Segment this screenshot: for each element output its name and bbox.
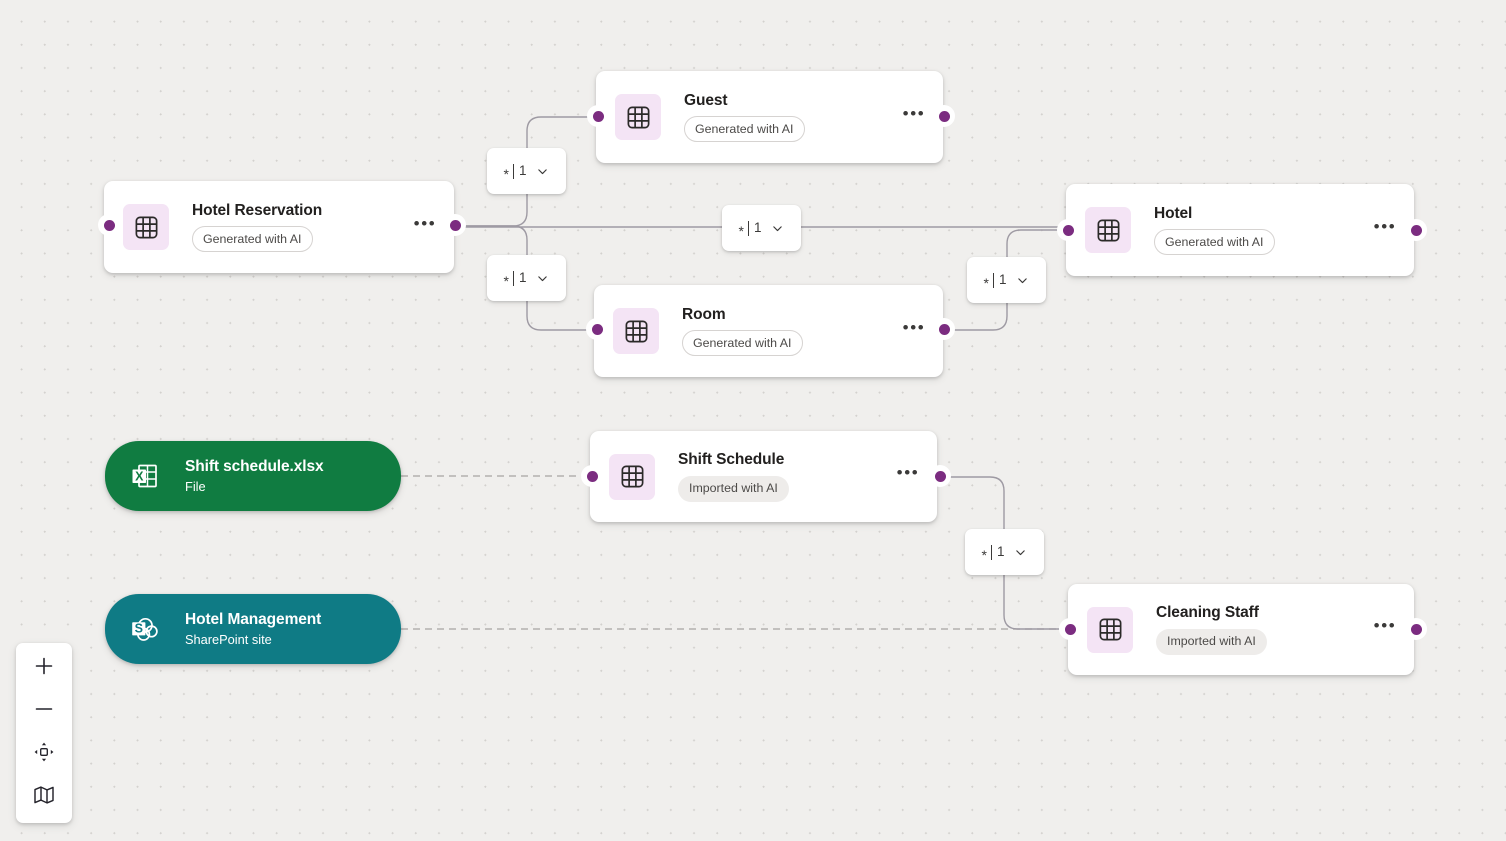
table-node-more-menu-button[interactable]: ••• (896, 463, 920, 482)
table-grid-icon (1085, 207, 1131, 253)
table-grid-icon (615, 94, 661, 140)
chevron-down-icon[interactable] (771, 222, 784, 235)
svg-text:S: S (135, 622, 143, 636)
cardinality-badge-shift-cleaning[interactable]: *1 (965, 529, 1044, 575)
source-node-subtitle: File (185, 479, 206, 495)
cardinality-many: * (738, 222, 744, 239)
table-node-badge: Imported with AI (1156, 628, 1267, 655)
cardinality-one: 1 (753, 220, 762, 236)
port-room-out[interactable] (933, 318, 955, 340)
port-hotel-reservation-in[interactable] (98, 214, 120, 236)
table-node-title: Shift Schedule (678, 451, 785, 469)
table-grid-icon (613, 308, 659, 354)
port-room-in[interactable] (586, 318, 608, 340)
table-grid-icon (123, 204, 169, 250)
port-guest-in[interactable] (587, 105, 609, 127)
chevron-down-icon[interactable] (1016, 274, 1029, 287)
table-node-more-menu-button[interactable]: ••• (902, 317, 926, 337)
table-grid-icon (1087, 606, 1133, 653)
table-node-title: Hotel (1154, 204, 1193, 222)
map-icon (32, 783, 56, 812)
fit-view-icon (32, 740, 56, 769)
chevron-down-icon[interactable] (536, 165, 549, 178)
cardinality-many: * (981, 546, 987, 563)
zoom-out-button[interactable] (16, 690, 72, 733)
port-hotel-in[interactable] (1057, 219, 1079, 241)
port-cleaning-staff-out[interactable] (1405, 618, 1427, 640)
cardinality-badge-reservation-room[interactable]: *1 (487, 255, 566, 301)
cardinality-many: * (503, 165, 509, 182)
svg-text:X: X (135, 469, 144, 483)
table-node-badge: Generated with AI (1154, 229, 1275, 256)
chevron-down-icon[interactable] (1014, 546, 1027, 559)
plus-icon (32, 654, 56, 683)
source-node-title: Shift schedule.xlsx (185, 457, 324, 475)
cardinality-one: 1 (996, 544, 1005, 560)
table-node-title: Guest (684, 91, 728, 109)
excel-file-icon: X (125, 456, 165, 496)
source-node-title: Hotel Management (185, 610, 322, 628)
table-node-badge: Generated with AI (682, 330, 803, 357)
port-hotel-out[interactable] (1405, 219, 1427, 241)
cardinality-separator (992, 272, 994, 288)
source-node-subtitle: SharePoint site (185, 632, 272, 648)
table-node-more-menu-button[interactable]: ••• (1373, 616, 1397, 635)
port-shift-schedule-in[interactable] (581, 465, 603, 487)
table-grid-icon (609, 453, 655, 500)
cardinality-one: 1 (518, 163, 527, 179)
port-cleaning-staff-in[interactable] (1059, 618, 1081, 640)
table-node-badge: Generated with AI (684, 116, 805, 143)
cardinality-separator (512, 270, 514, 286)
table-node-more-menu-button[interactable]: ••• (1373, 216, 1397, 236)
port-guest-out[interactable] (933, 105, 955, 127)
table-node-title: Cleaning Staff (1156, 604, 1259, 622)
table-node-more-menu-button[interactable]: ••• (413, 213, 437, 233)
cardinality-separator (747, 220, 749, 236)
fit-to-view-button[interactable] (16, 733, 72, 776)
cardinality-many: * (983, 274, 989, 291)
table-node-title: Hotel Reservation (192, 201, 323, 219)
zoom-toolbar[interactable] (16, 643, 72, 823)
minimap-button[interactable] (16, 776, 72, 819)
table-node-badge: Generated with AI (192, 226, 313, 253)
cardinality-badge-reservation-hotel[interactable]: *1 (722, 205, 801, 251)
cardinality-separator (512, 163, 514, 179)
cardinality-badge-reservation-guest[interactable]: *1 (487, 148, 566, 194)
cardinality-separator (990, 544, 992, 560)
chevron-down-icon[interactable] (536, 272, 549, 285)
cardinality-one: 1 (998, 272, 1007, 288)
cardinality-one: 1 (518, 270, 527, 286)
cardinality-many: * (503, 272, 509, 289)
sharepoint-icon: S (125, 609, 165, 649)
table-node-more-menu-button[interactable]: ••• (902, 103, 926, 123)
minus-icon (32, 697, 56, 726)
port-shift-schedule-out[interactable] (929, 465, 951, 487)
port-hotel-reservation-out[interactable] (444, 214, 466, 236)
table-node-badge: Imported with AI (678, 475, 789, 502)
cardinality-badge-room-hotel[interactable]: *1 (967, 257, 1046, 303)
table-node-title: Room (682, 305, 726, 323)
zoom-in-button[interactable] (16, 647, 72, 690)
